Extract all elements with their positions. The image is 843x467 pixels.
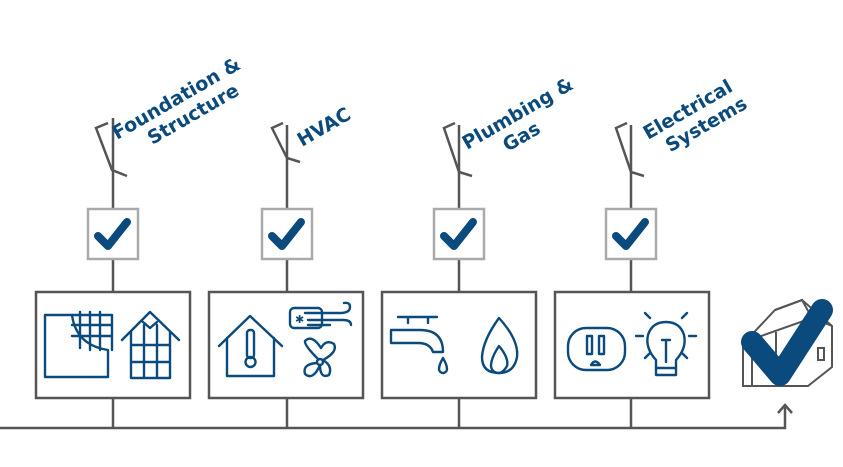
label-bracket — [270, 121, 301, 164]
house-checkmark-icon — [741, 298, 833, 387]
step-card — [207, 290, 365, 400]
step-label: HVAC — [294, 103, 355, 151]
foundation-grid-icon — [43, 310, 114, 379]
house-thermometer-icon — [217, 314, 284, 378]
arrow-up-icon — [777, 403, 793, 414]
label-bracket — [442, 121, 473, 178]
checkbox[interactable] — [86, 207, 140, 261]
step-label: Foundation & Structure — [109, 50, 262, 163]
step-card — [553, 290, 711, 400]
gas-flame-icon — [480, 316, 519, 375]
bottom-connector-line — [0, 407, 787, 430]
air-conditioner-icon: ✱ — [288, 301, 353, 330]
large-checkmark — [741, 299, 833, 386]
light-bulb-icon — [634, 311, 698, 377]
outlet-icon — [566, 326, 627, 372]
label-bracket — [614, 121, 645, 178]
step-foundation: Foundation & Structure — [34, 50, 262, 428]
house-frame-icon — [120, 310, 181, 380]
step-label: Electrical Systems — [640, 72, 754, 163]
faucet-icon — [389, 315, 449, 375]
step-label: Plumbing & Gas — [459, 70, 594, 174]
fan-icon — [303, 337, 337, 378]
label-bracket — [94, 121, 128, 178]
step-card — [380, 290, 538, 400]
step-electrical: Electrical Systems — [553, 72, 754, 428]
step-hvac: HVAC ✱ — [207, 103, 365, 428]
svg-text:✱: ✱ — [295, 313, 304, 326]
